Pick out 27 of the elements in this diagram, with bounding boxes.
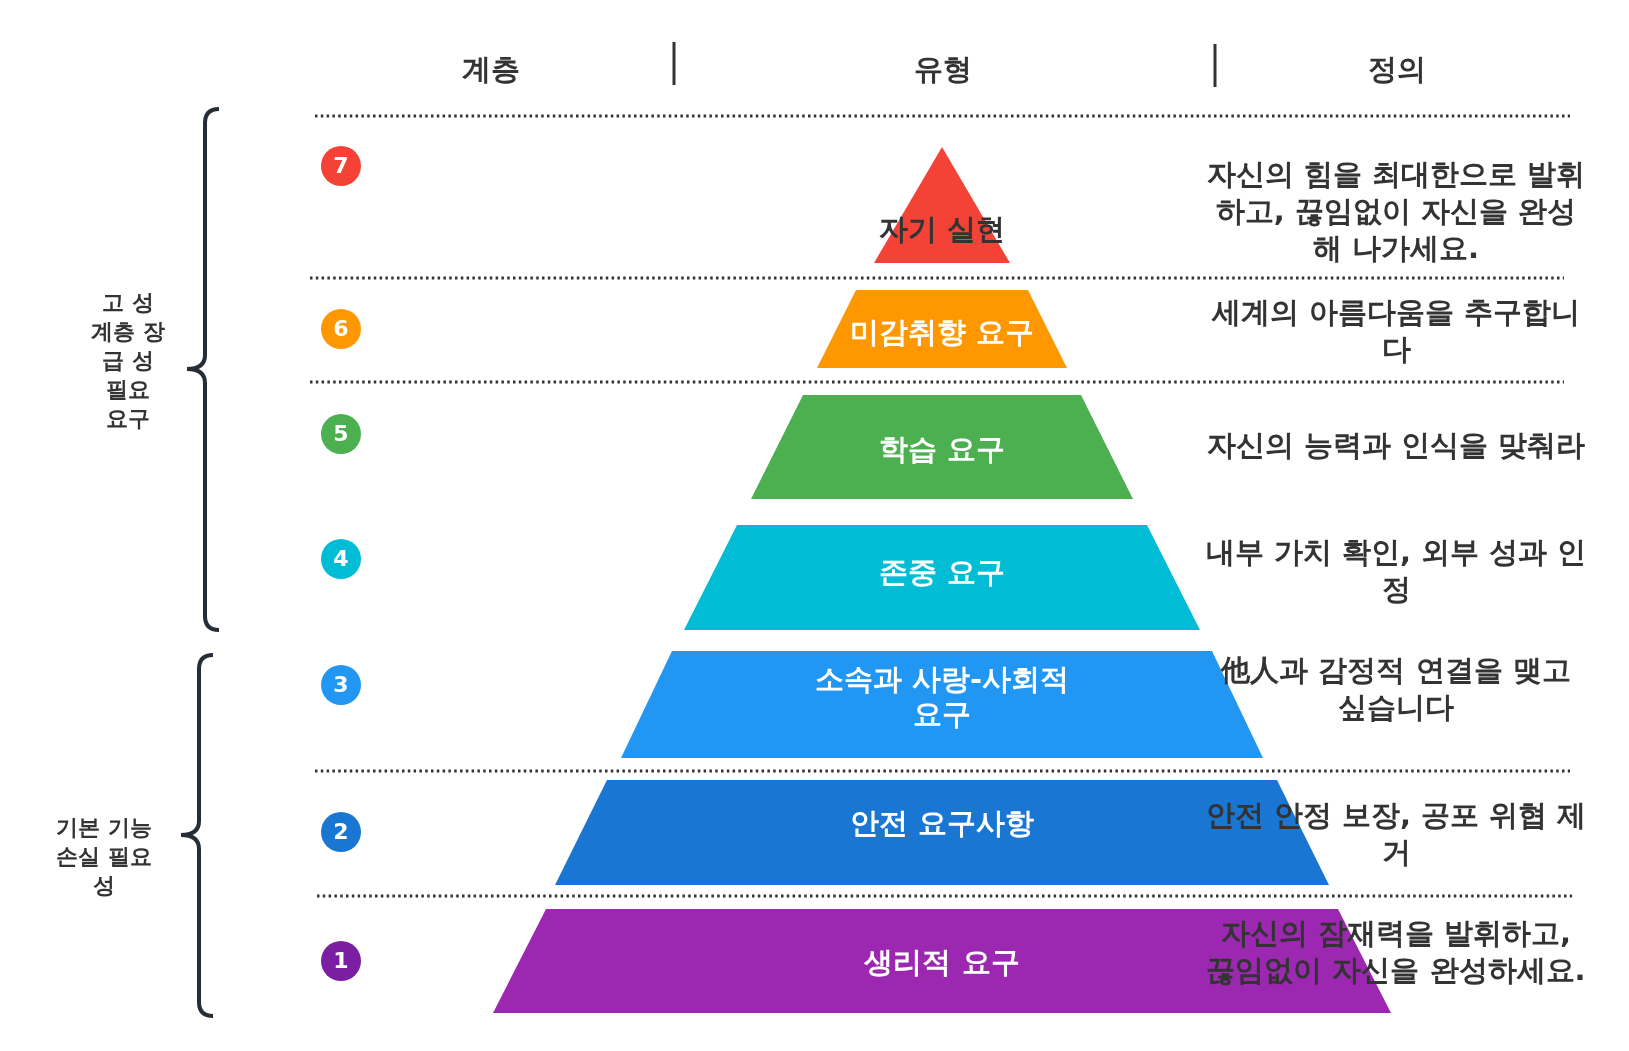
level-badge: 2 [321, 812, 361, 852]
level-badge: 6 [321, 309, 361, 349]
level-badge: 7 [321, 146, 361, 186]
tier-label: 학습 요구 [878, 431, 1006, 467]
tier-label: 미감취향 요구 [849, 314, 1035, 350]
definition-text: 내부 가치 확인, 외부 성과 인정 [1204, 534, 1588, 608]
pyramid-tier [751, 395, 1133, 499]
column-header: 정의 [1368, 51, 1426, 87]
level-badge: 4 [321, 539, 361, 579]
tier-label: 생리적 요구 [864, 944, 1020, 980]
column-header: 계층 [462, 51, 520, 87]
group-label: 고 성 계층 장 급 성 필요 요구 [90, 288, 166, 433]
level-badge: 1 [321, 941, 361, 981]
definition-text: 자신의 능력과 인식을 맞춰라 [1206, 426, 1586, 464]
column-header: 유형 [914, 51, 972, 87]
definition-text: 자신의 힘을 최대한으로 발휘하고, 끊임없이 자신을 완성해 나가세요. [1205, 155, 1587, 267]
tier-label: 존중 요구 [878, 554, 1006, 590]
tier-label: 안전 요구사항 [849, 805, 1035, 841]
tier-label: 소속과 사랑-사회적 요구 [813, 662, 1071, 732]
pyramid-tier [684, 525, 1200, 630]
definition-text: 세계의 아름다움을 추구합니다 [1210, 294, 1582, 368]
level-badge: 3 [321, 665, 361, 705]
group-label: 기본 기능 손실 필요성 [55, 813, 153, 900]
pyramid-tier [817, 290, 1067, 368]
definition-text: 他人과 감정적 연결을 맺고 싶습니다 [1219, 652, 1572, 726]
pyramid-tier [555, 780, 1329, 885]
level-badge: 5 [321, 414, 361, 454]
